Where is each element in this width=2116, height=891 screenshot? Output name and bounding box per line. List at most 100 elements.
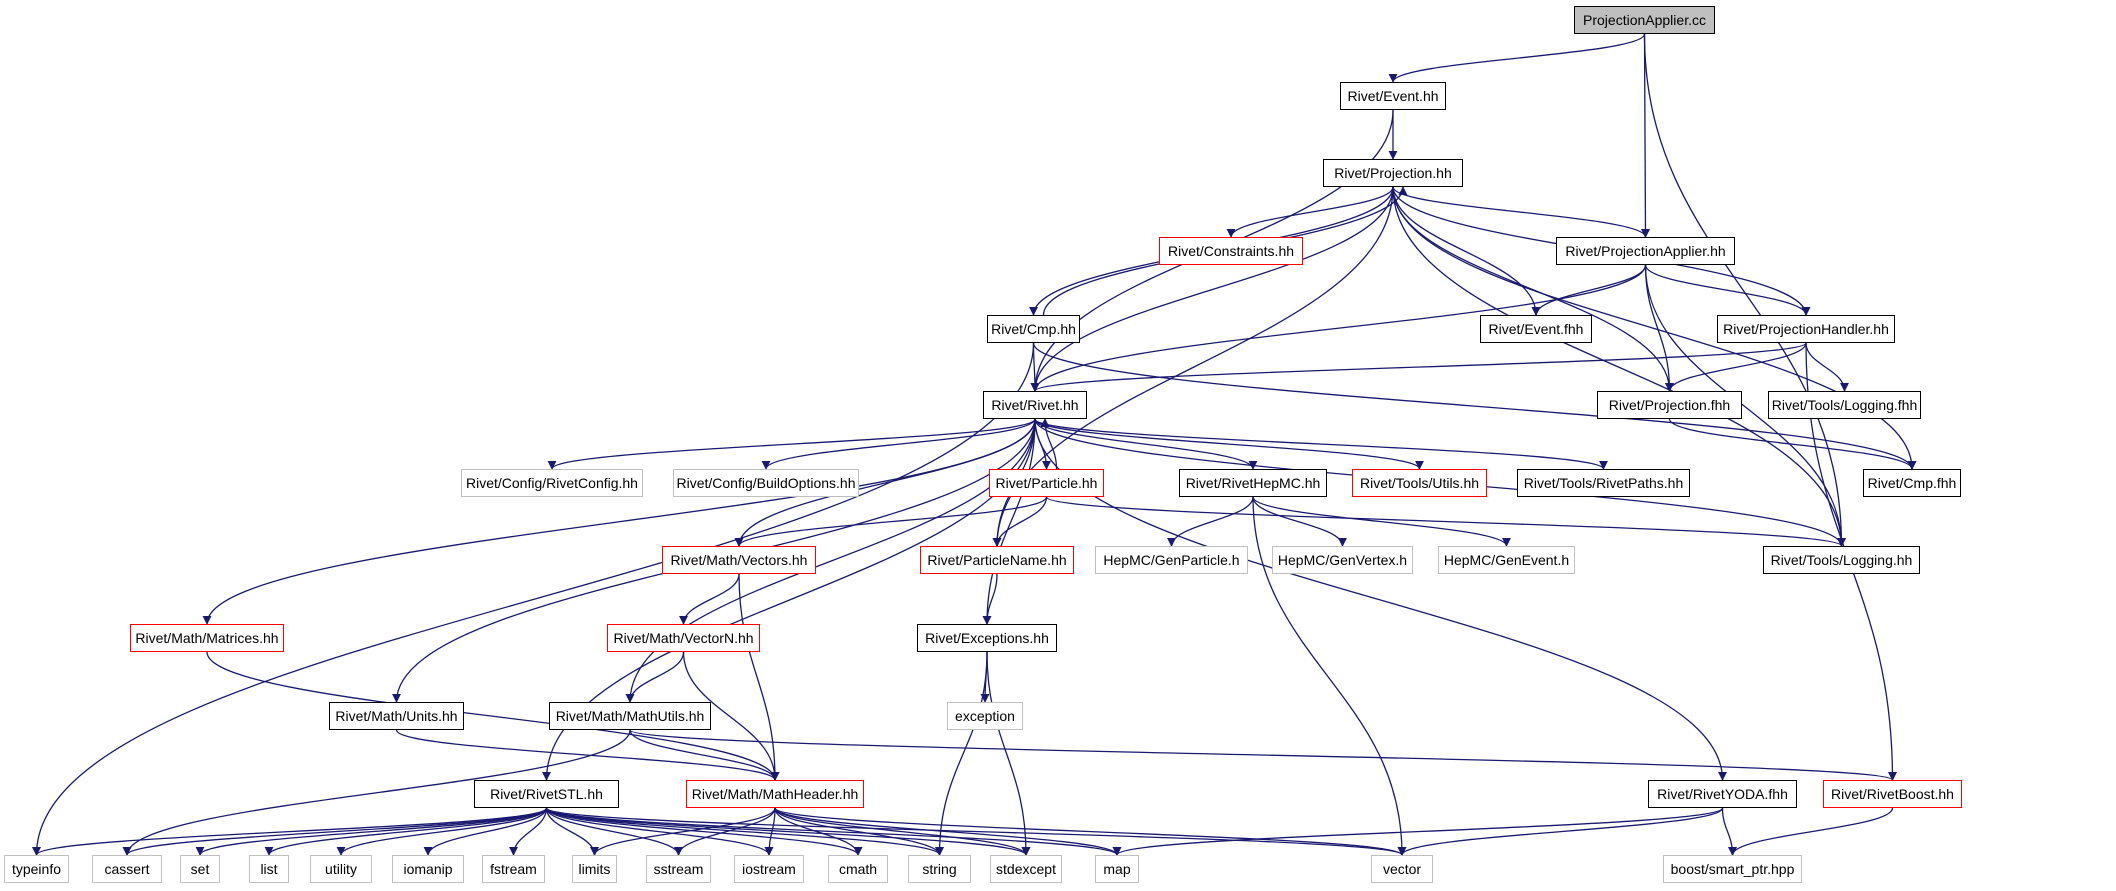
edge-rivet_hh-to-rivetconfig [547,418,1036,470]
edge-projection_fhh-to-cmp_fhh [1668,418,1917,470]
edge-particlename-to-exceptions [982,573,998,625]
edge-rivethepmc-to-genvertex [1252,496,1347,547]
node-projectionapplier-hh[interactable]: Rivet/ProjectionApplier.hh [1556,237,1735,265]
edge-rivetstl-to-set [195,807,548,856]
node-string: string [908,855,971,883]
edge-projection_hh-to-cmp_fhh [1392,186,1917,470]
edge-mathutils-to-cassert [122,729,631,856]
edge-mathheader-to-iostream [764,807,776,856]
edge-vectors_hh-to-mathheader [738,573,780,781]
node-event-hh[interactable]: Rivet/Event.hh [1340,82,1446,110]
edge-root-to-event_hh [1388,33,1646,83]
node-mathheader-hh[interactable]: Rivet/Math/MathHeader.hh [686,780,864,808]
node-map: map [1095,855,1139,883]
edge-matrices-to-mathheader [206,651,780,781]
edge-projection_hh-to-rivet_hh [1030,186,1394,392]
edge-rivetstl-to-map [545,807,1122,856]
node-rivetpaths-hh[interactable]: Rivet/Tools/RivetPaths.hh [1517,469,1690,497]
node-rivetconfig-hh: Rivet/Config/RivetConfig.hh [461,469,643,497]
edge-projapplier_hh-to-rivet_hh [1030,264,1647,392]
edge-rivetstl-to-vector [545,807,1407,856]
node-stdexcept: stdexcept [990,855,1062,883]
edge-projection_hh-to-projapplier_hh [1392,186,1650,238]
edge-mathheader-to-sstream [674,807,776,856]
node-utils-hh[interactable]: Rivet/Tools/Utils.hh [1352,469,1487,497]
edge-rivet_hh-to-exceptions [982,418,1036,625]
node-utility: utility [310,855,372,883]
edge-mathheader-to-map [774,807,1122,856]
node-event-fhh[interactable]: Rivet/Event.fhh [1480,315,1592,343]
node-particlename-hh[interactable]: Rivet/ParticleName.hh [920,546,1074,574]
node-rivet-hh[interactable]: Rivet/Rivet.hh [983,391,1087,419]
node-list: list [249,855,289,883]
edge-rivethepmc-to-vector [1252,496,1407,856]
node-typeinfo: typeinfo [4,855,69,883]
node-fstream: fstream [482,855,545,883]
edge-mathheader-to-vector [774,807,1407,856]
node-cmp-fhh[interactable]: Rivet/Cmp.fhh [1863,469,1961,497]
node-rivethepmc-hh[interactable]: Rivet/RivetHepMC.hh [1179,469,1327,497]
edge-vectorn-to-mathheader [682,651,780,781]
node-projectionapplier-cc: ProjectionApplier.cc [1574,6,1715,34]
edge-mathutils-to-rivetboost [629,729,1897,781]
edge-projhandler_hh-to-rivet_hh [1030,342,1807,392]
node-exceptions-hh[interactable]: Rivet/Exceptions.hh [917,624,1057,652]
node-vector: vector [1371,855,1433,883]
edge-projection_hh-to-constraints_hh [1226,186,1394,238]
edge-rivetboost-to-smart_ptr [1728,807,1894,856]
edge-rivetyoda-to-vector [1397,807,1724,856]
node-rivetyoda-fhh[interactable]: Rivet/RivetYODA.fhh [1648,780,1797,808]
edge-rivetstl-to-sstream [545,807,683,856]
node-projection-hh[interactable]: Rivet/Projection.hh [1323,159,1463,187]
node-particle-hh[interactable]: Rivet/Particle.hh [989,469,1104,497]
edge-projapplier_hh-to-logging_hh [1644,264,1846,547]
node-logging-fhh[interactable]: Rivet/Tools/Logging.fhh [1768,391,1921,419]
node-logging-hh[interactable]: Rivet/Tools/Logging.hh [1763,546,1920,574]
edge-projapplier_hh-to-event_fhh [1531,264,1647,316]
edge-particle_hh-to-particlename [992,496,1048,547]
edge-rivetstl-to-cassert [122,807,548,856]
node-exception: exception [947,702,1023,730]
node-vectorn-hh[interactable]: Rivet/Math/VectorN.hh [607,624,760,652]
edge-rivethepmc-to-genevent [1252,496,1511,547]
node-rivetboost-hh[interactable]: Rivet/RivetBoost.hh [1823,780,1962,808]
node-projectionhandler-hh[interactable]: Rivet/ProjectionHandler.hh [1717,315,1895,343]
node-cmp-hh[interactable]: Rivet/Cmp.hh [987,315,1080,343]
node-iostream: iostream [734,855,804,883]
node-constraints-hh[interactable]: Rivet/Constraints.hh [1159,237,1303,265]
node-projection-fhh[interactable]: Rivet/Projection.fhh [1597,391,1742,419]
edge-root-to-projapplier_hh [1640,33,1650,238]
edge-rivetstl-to-cmath [545,807,863,856]
node-matrices-hh[interactable]: Rivet/Math/Matrices.hh [130,624,284,652]
edge-rivet_hh-to-rivetpaths [1034,418,1608,470]
node-vectors-hh[interactable]: Rivet/Math/Vectors.hh [662,546,816,574]
node-units-hh[interactable]: Rivet/Math/Units.hh [329,702,464,730]
node-genvertex-h: HepMC/GenVertex.h [1272,546,1413,574]
edge-mathheader-to-cmath [774,807,863,856]
edge-units-to-mathheader [395,729,780,781]
node-cassert: cassert [92,855,162,883]
edge-mathheader-to-stdexcept [774,807,1031,856]
node-rivetstl-hh[interactable]: Rivet/RivetSTL.hh [474,780,619,808]
node-sstream: sstream [646,855,711,883]
edge-cmp_hh-to-typeinfo [32,342,1035,856]
edge-rivet_hh-to-buildoptions [761,418,1036,470]
edge-cmp_hh-to-cmp_fhh [1032,342,1917,470]
edge-rivetyoda-to-smart_ptr [1721,807,1737,856]
edge-projhandler_hh-to-projection_fhh [1665,342,1807,392]
edge-rivetstl-to-utility [336,807,548,856]
node-iomanip: iomanip [392,855,464,883]
node-mathutils-hh[interactable]: Rivet/Math/MathUtils.hh [549,702,711,730]
node-limits: limits [572,855,617,883]
node-buildoptions-hh: Rivet/Config/BuildOptions.hh [673,469,859,497]
edge-rivet_hh-to-matrices [202,418,1036,625]
edge-projection_hh-to-event_fhh [1392,186,1541,316]
edge-rivethepmc-to-genparticle [1167,496,1254,547]
edge-exceptions-to-stdexcept [986,651,1031,856]
edge-rivetstl-to-fstream [509,807,548,856]
edge-rivetstl-to-typeinfo [32,807,548,856]
edge-particle_hh-to-vectors_hh [734,496,1048,547]
edge-rivetyoda-to-map [1112,807,1724,856]
